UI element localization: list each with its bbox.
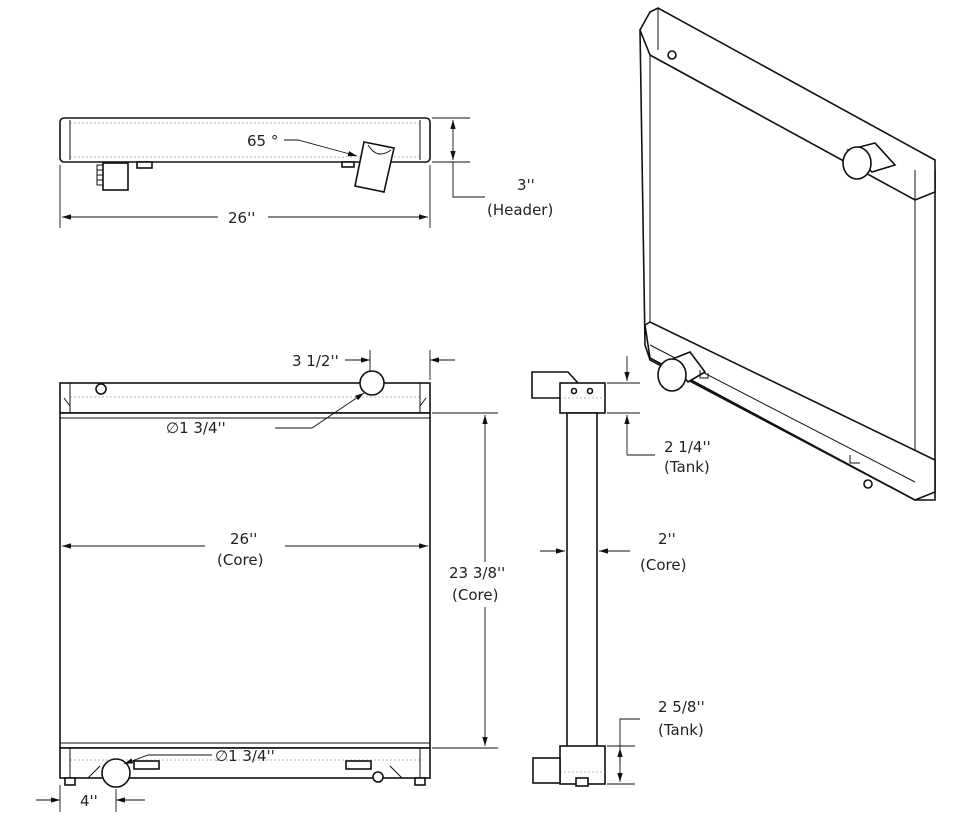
side-view: 2 1/4'' (Tank) 2'' (Core) 2 5/8'' (Tank) xyxy=(531,356,711,787)
header-value: 3'' xyxy=(517,176,535,194)
isometric-view xyxy=(639,7,936,501)
top-tank-value: 2 1/4'' xyxy=(664,438,711,456)
core-width-value: 26'' xyxy=(230,530,257,548)
outlet-diameter-label: ∅1 3/4'' xyxy=(215,747,275,765)
header-caption: (Header) xyxy=(487,201,553,219)
angle-label: 65 ° xyxy=(247,132,278,150)
top-view: 65 ° 26'' 3'' (Header) xyxy=(59,117,553,228)
front-view: 3 1/2'' ∅1 3/4'' 26'' (Core) 23 3/8'' (C… xyxy=(36,350,518,812)
inlet-offset-label: 3 1/2'' xyxy=(292,352,339,370)
width-label: 26'' xyxy=(228,209,255,227)
top-tank-caption: (Tank) xyxy=(664,458,710,476)
core-height-value: 23 3/8'' xyxy=(449,564,505,582)
bottom-tank-caption: (Tank) xyxy=(658,721,704,739)
bottom-tank-value: 2 5/8'' xyxy=(658,698,705,716)
core-depth-value: 2'' xyxy=(658,530,676,548)
inlet-diameter-label: ∅1 3/4'' xyxy=(166,419,226,437)
core-height-caption: (Core) xyxy=(452,586,498,604)
core-width-caption: (Core) xyxy=(217,551,263,569)
core-depth-caption: (Core) xyxy=(640,556,686,574)
outlet-offset-label: 4'' xyxy=(80,792,98,810)
